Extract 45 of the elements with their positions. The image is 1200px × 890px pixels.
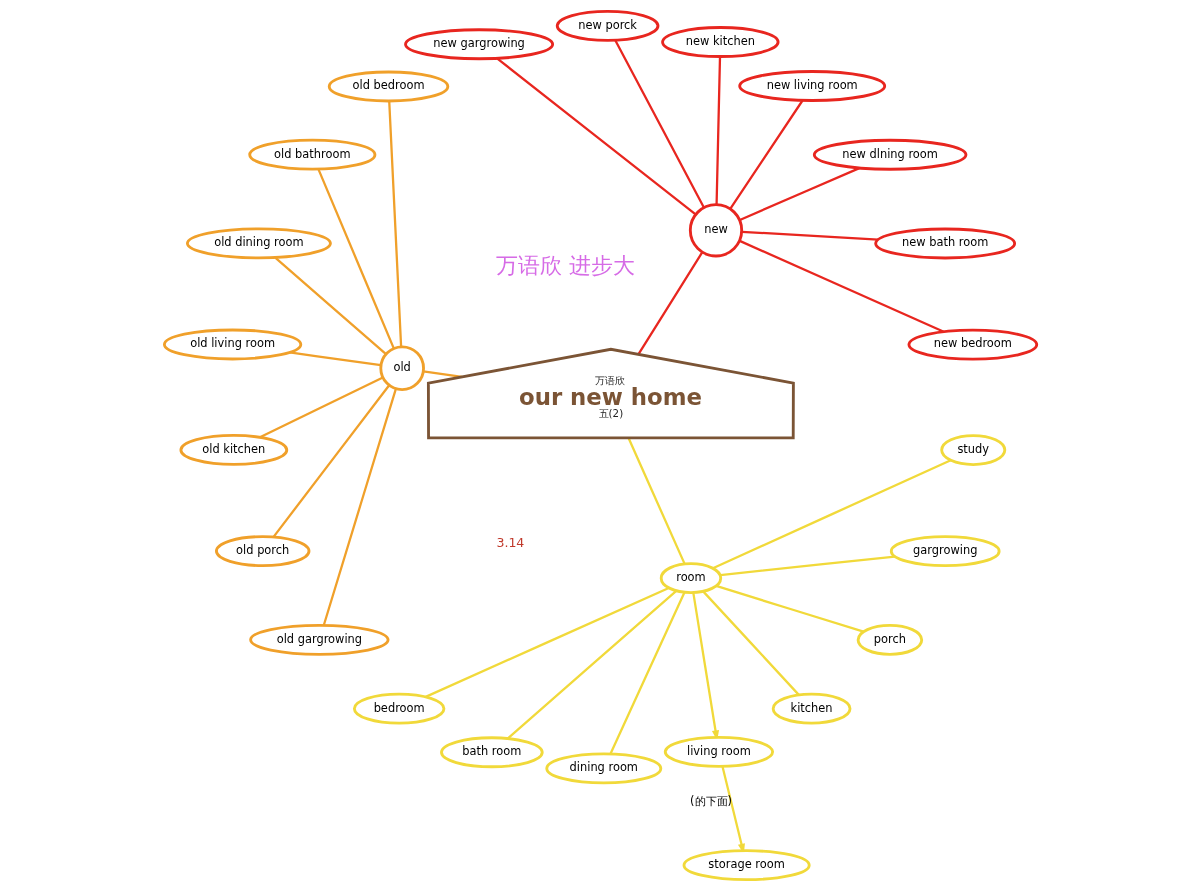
node-ellipse: porch [856, 623, 923, 656]
connector [627, 437, 686, 564]
node-ellipse: old gargrowing [248, 623, 389, 656]
connector [387, 100, 402, 347]
node-ellipse: new living room [737, 69, 886, 102]
node-ellipse: old kitchen [178, 433, 288, 466]
connector [316, 168, 395, 349]
node-circle: new [688, 202, 743, 257]
node-ellipse: old porch [214, 534, 310, 567]
node-ellipse: dining room [544, 751, 662, 784]
node-ellipse: study [939, 433, 1006, 466]
connector [424, 586, 669, 698]
connector [738, 166, 860, 221]
label: 万语欣 进步大 [495, 252, 635, 278]
node-ellipse: room [659, 561, 722, 594]
node-ellipse: bath room [439, 735, 544, 768]
node-ellipse: old dining room [185, 226, 332, 259]
node-ellipse: old bathroom [247, 138, 376, 171]
node-ellipse: new gargrowing [403, 27, 554, 60]
label: 3.14 [495, 534, 524, 550]
connector [636, 251, 703, 355]
connector [719, 554, 895, 576]
node-ellipse: new porck [555, 9, 659, 42]
node-ellipse: living room [663, 735, 774, 768]
connector [728, 99, 803, 209]
node-ellipse: gargrowing [889, 534, 1001, 567]
edge-label: (的下面) [689, 793, 732, 808]
node-ellipse: old living room [162, 328, 302, 360]
connector [506, 589, 677, 739]
node-ellipse: storage room [682, 848, 811, 881]
connector [741, 230, 878, 241]
node-ellipse: new dlning room [812, 138, 967, 171]
node-circle: old [378, 344, 425, 391]
node-ellipse: bedroom [352, 692, 445, 725]
connector [714, 56, 721, 204]
connector [495, 57, 696, 215]
connector [274, 256, 387, 355]
node-ellipse: new kitchen [660, 25, 780, 58]
node-ellipse: new bedroom [907, 328, 1038, 361]
connector [608, 591, 685, 754]
connector [613, 39, 705, 208]
node-ellipse: kitchen [771, 692, 851, 725]
node-ellipse: old bedroom [327, 70, 449, 102]
connector [715, 584, 864, 633]
node-ellipse: new bath room [873, 227, 1016, 259]
